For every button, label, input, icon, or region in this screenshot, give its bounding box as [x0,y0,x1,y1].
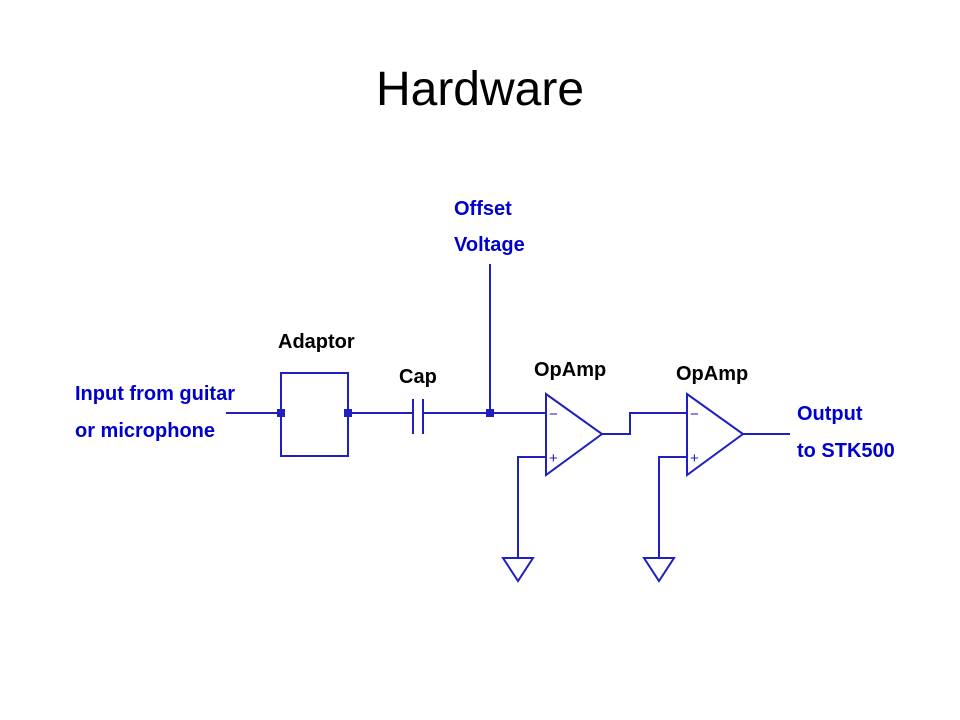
input-label-line1: Input from guitar [75,383,235,405]
opamp1-triangle [545,392,604,477]
offset-label-line1: Offset [454,198,512,220]
opamp2-plus: + [690,450,699,467]
adaptor-node-right [344,409,352,417]
ground-symbol-2 [642,557,676,583]
opamp1-ground-wire [517,456,546,558]
opamp1-plus: + [549,450,558,467]
adaptor-label: Adaptor [278,331,355,353]
output-label-line1: Output [797,403,863,425]
ground-symbol-1 [501,557,535,583]
opamp1-opamp2-wire [602,412,687,435]
opamp2-minus: − [690,406,699,423]
opamp2-triangle [686,392,745,477]
opamp2-ground-wire [658,456,687,558]
input-label-line2: or microphone [75,420,215,442]
adaptor-node-left [277,409,285,417]
opamp1-minus: − [549,406,558,423]
offset-label-line2: Voltage [454,234,525,256]
opamp2-label: OpAmp [676,363,748,385]
slide-title: Hardware [375,63,585,116]
output-label-line2: to STK500 [797,440,895,462]
offset-junction [486,409,494,417]
opamp1-label: OpAmp [534,359,606,381]
cap-label: Cap [399,366,437,388]
adaptor-box [280,372,349,457]
